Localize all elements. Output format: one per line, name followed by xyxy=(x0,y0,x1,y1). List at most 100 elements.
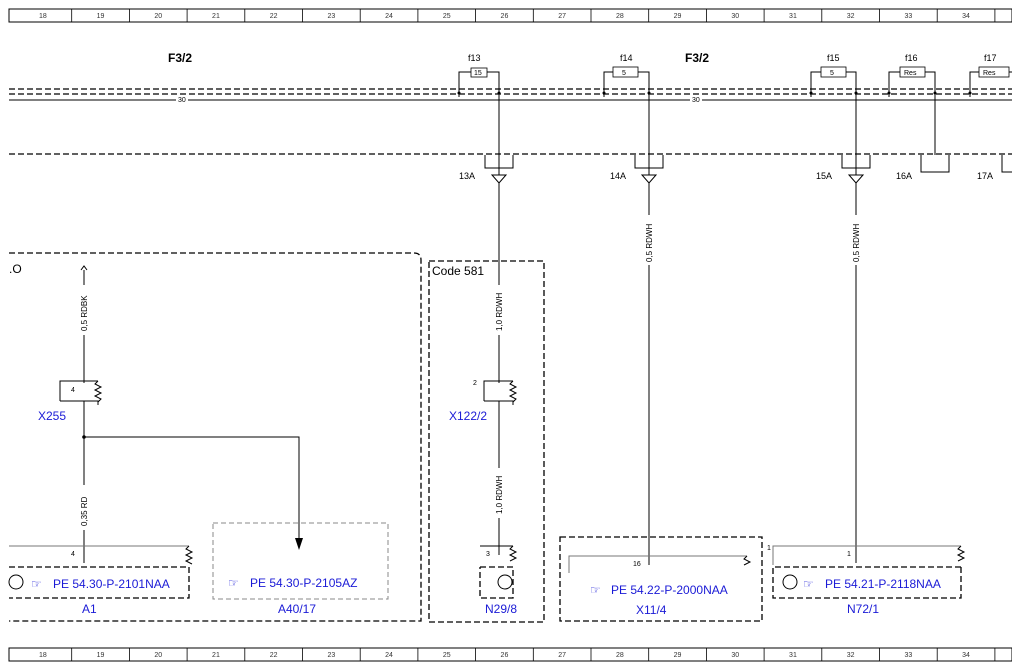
connector-x255: 4 X255 xyxy=(38,380,103,423)
connector-x122-2: 2 X122/2 xyxy=(449,380,518,423)
pointing-hand-icon: ☞ xyxy=(803,577,814,591)
ruler-number: 33 xyxy=(904,652,912,659)
svg-text:f14: f14 xyxy=(620,53,633,63)
component-a1: 4 ☞ PE 54.30-P-2101NAA A1 xyxy=(8,545,194,616)
wire-1-0-rdwh-lower: 1,0 RDWH xyxy=(494,468,504,518)
svg-text:1,0 RDWH: 1,0 RDWH xyxy=(495,293,504,331)
svg-text:13A: 13A xyxy=(459,171,475,181)
svg-text:Res: Res xyxy=(983,70,996,77)
ruler-number: 30 xyxy=(731,13,739,20)
fuse-f13: f13 15 xyxy=(457,53,501,97)
ruler-number: 31 xyxy=(789,652,797,659)
svg-text:15: 15 xyxy=(474,70,482,77)
ruler-number: 19 xyxy=(97,652,105,659)
ruler-number: 22 xyxy=(270,13,278,20)
ruler-number: 24 xyxy=(385,13,393,20)
svg-text:X255: X255 xyxy=(38,409,66,423)
svg-text:4: 4 xyxy=(71,551,75,558)
svg-text:4: 4 xyxy=(71,387,75,394)
wire-1-0-rdwh-upper: 1,0 RDWH xyxy=(494,285,504,335)
svg-text:0,35 RD: 0,35 RD xyxy=(80,496,89,526)
line-30-label-a: 30 xyxy=(178,97,186,104)
ruler-number: 23 xyxy=(327,13,335,20)
ruler-number: 24 xyxy=(385,652,393,659)
wire-0-35-rd: 0,35 RD xyxy=(79,485,89,530)
svg-text:1: 1 xyxy=(767,545,771,552)
ruler-number: 27 xyxy=(558,652,566,659)
terminal-16a: 16A xyxy=(896,97,950,181)
svg-text:PE 54.21-P-2118NAA: PE 54.21-P-2118NAA xyxy=(825,577,941,591)
bus-label-mid: F3/2 xyxy=(685,51,709,65)
wire-0-5-rdbk: 0,5 RDBK xyxy=(79,265,89,383)
ruler-number: 30 xyxy=(731,652,739,659)
svg-text:5: 5 xyxy=(622,70,626,77)
wire-label-w6: 0,5 RDWH xyxy=(851,215,861,265)
ruler-number: 22 xyxy=(270,652,278,659)
transistor-icon xyxy=(8,574,24,590)
ruler-number: 29 xyxy=(674,652,682,659)
component-n72-1: 1 1 ☞ PE 54.21-P-2118NAA N72/1 xyxy=(767,545,966,616)
ruler-number: 31 xyxy=(789,13,797,20)
svg-text:2: 2 xyxy=(473,380,477,387)
terminal-13a: 13A xyxy=(459,97,514,184)
ruler-number: 32 xyxy=(847,652,855,659)
bus-label-left: F3/2 xyxy=(168,51,192,65)
ruler-number: 28 xyxy=(616,13,624,20)
svg-text:PE 54.22-P-2000NAA: PE 54.22-P-2000NAA xyxy=(611,583,728,597)
svg-text:PE 54.30-P-2101NAA: PE 54.30-P-2101NAA xyxy=(53,577,170,591)
svg-text:16A: 16A xyxy=(896,171,912,181)
ruler-number: 20 xyxy=(154,13,162,20)
ruler-number: 25 xyxy=(443,13,451,20)
fuse-f16: f16 Res xyxy=(887,53,937,97)
ruler-number: 18 xyxy=(39,652,47,659)
component-a40-17: ☞ PE 54.30-P-2105AZ A40/17 xyxy=(212,522,389,616)
ruler-number: 29 xyxy=(674,13,682,20)
ruler-number: 25 xyxy=(443,652,451,659)
wire-label-w5: 0,5 RDWH xyxy=(644,215,654,265)
component-x11-4: 16 ☞ PE 54.22-P-2000NAA X11/4 xyxy=(559,536,763,622)
transistor-icon xyxy=(497,574,513,590)
svg-text:X11/4: X11/4 xyxy=(636,603,667,617)
fuse-f17: f17 Res xyxy=(968,53,1012,97)
svg-text:3: 3 xyxy=(486,551,490,558)
ruler-number: 34 xyxy=(962,13,970,20)
svg-text:A40/17: A40/17 xyxy=(278,602,316,616)
terminal-17a: 17A xyxy=(977,155,1012,181)
ruler-number: 18 xyxy=(39,13,47,20)
line-30-label-b: 30 xyxy=(692,97,700,104)
ruler-number: 28 xyxy=(616,652,624,659)
svg-text:1,0 RDWH: 1,0 RDWH xyxy=(495,476,504,514)
svg-text:A1: A1 xyxy=(82,602,97,616)
svg-text:N72/1: N72/1 xyxy=(847,602,879,616)
ruler-number: 27 xyxy=(558,13,566,20)
svg-text:N29/8: N29/8 xyxy=(485,602,517,616)
svg-text:16: 16 xyxy=(633,561,641,568)
ruler-number: 23 xyxy=(327,652,335,659)
ruler-number: 32 xyxy=(847,13,855,20)
svg-text:f15: f15 xyxy=(827,53,840,63)
fuse-f14: f14 5 xyxy=(602,53,651,97)
ruler-number: 26 xyxy=(501,13,509,20)
svg-text:1: 1 xyxy=(847,551,851,558)
transistor-icon xyxy=(782,574,798,590)
terminal-14a: 14A xyxy=(610,97,664,184)
svg-text:0,5 RDWH: 0,5 RDWH xyxy=(852,224,861,262)
svg-text:Res: Res xyxy=(904,70,917,77)
ruler-number: 33 xyxy=(904,13,912,20)
svg-text:0,5 RDWH: 0,5 RDWH xyxy=(645,224,654,262)
ruler-number: 21 xyxy=(212,652,220,659)
svg-text:15A: 15A xyxy=(816,171,832,181)
svg-text:f13: f13 xyxy=(468,53,481,63)
svg-text:5: 5 xyxy=(830,70,834,77)
svg-text:PE 54.30-P-2105AZ: PE 54.30-P-2105AZ xyxy=(250,576,357,590)
svg-text:f17: f17 xyxy=(984,53,997,63)
ruler-number: 26 xyxy=(501,652,509,659)
ruler-number: 34 xyxy=(962,652,970,659)
pointing-hand-icon: ☞ xyxy=(590,583,601,597)
terminal-15a: 15A xyxy=(816,97,871,184)
svg-text:Code 581: Code 581 xyxy=(432,264,484,278)
left-module-box: .O xyxy=(9,252,422,622)
svg-text:0,5 RDBK: 0,5 RDBK xyxy=(80,295,89,331)
